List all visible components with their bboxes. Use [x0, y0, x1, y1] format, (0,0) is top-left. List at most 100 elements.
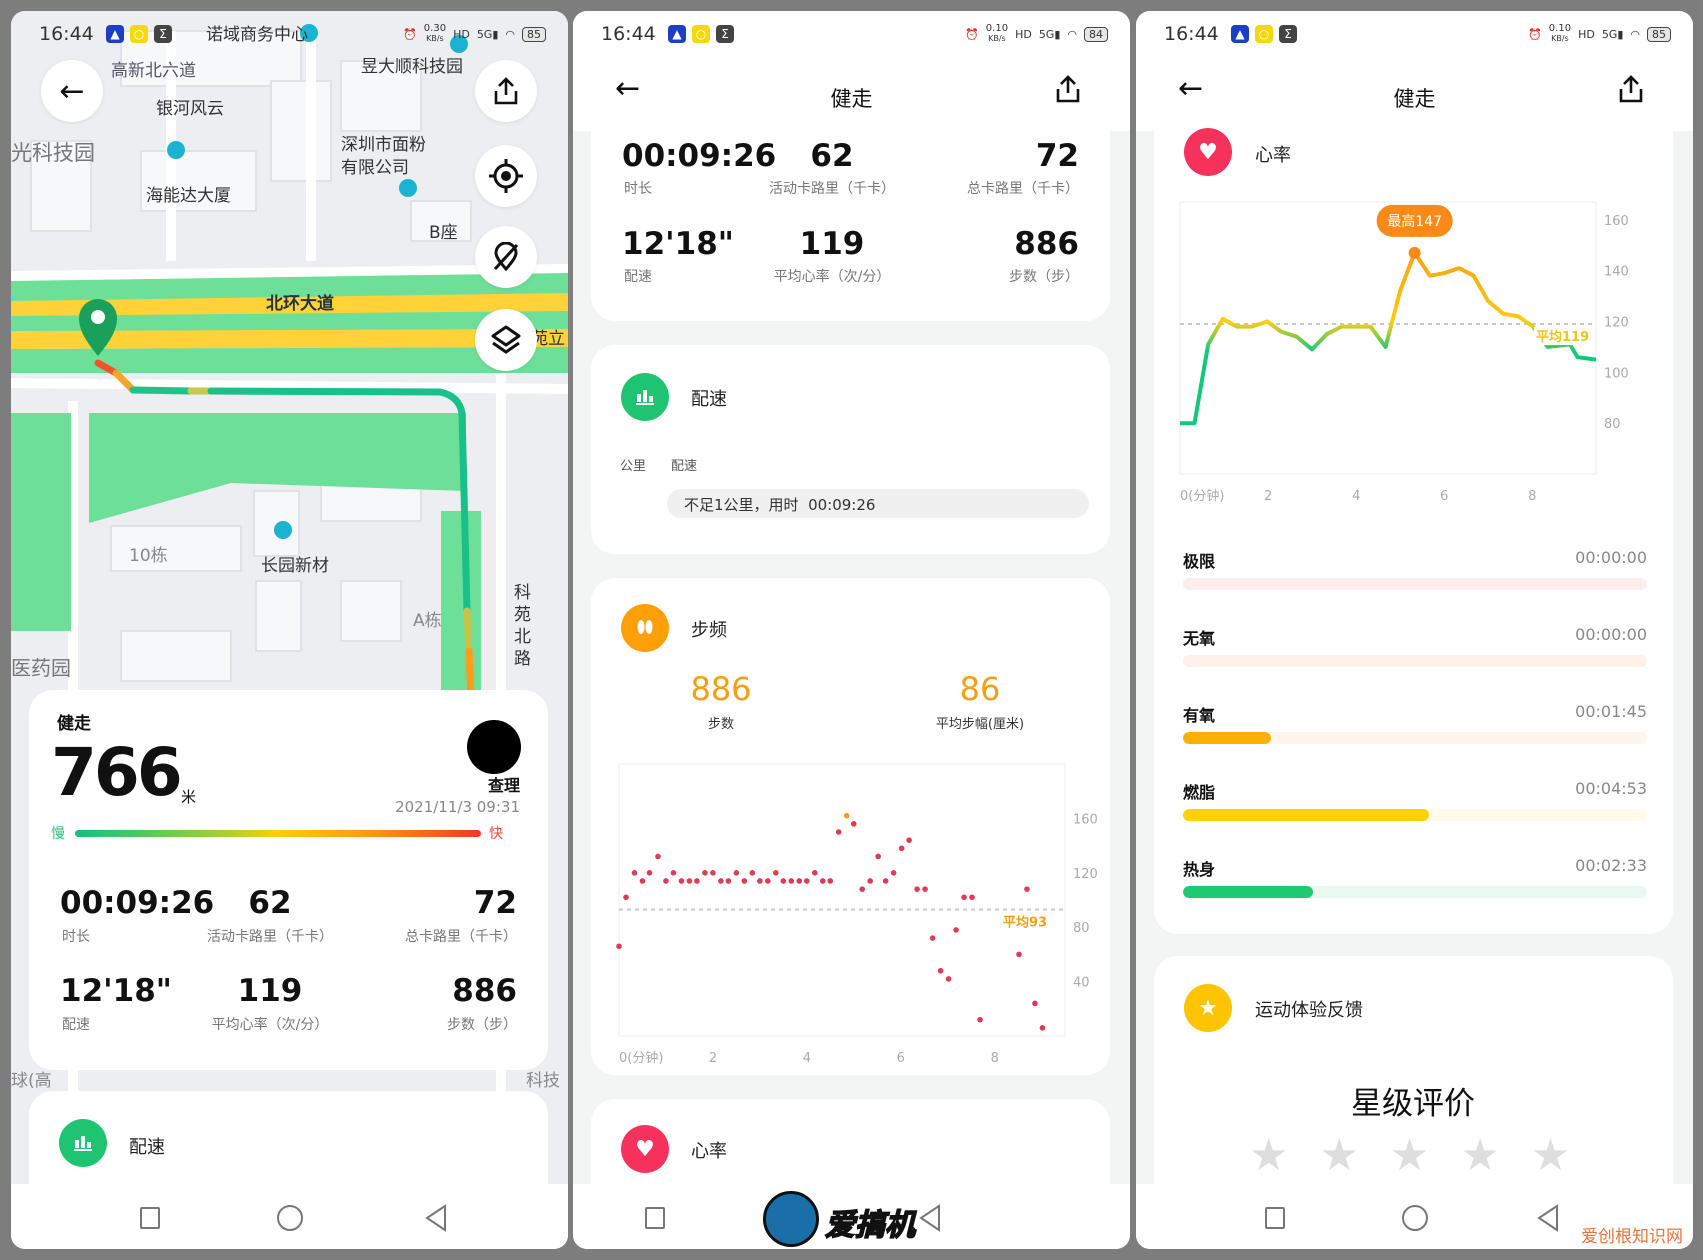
net-speed-unit: KB/s: [1551, 34, 1569, 43]
header: [573, 11, 1130, 131]
cadence-point: [850, 821, 857, 827]
zone-time: 00:04:53: [1575, 779, 1647, 798]
signal-icon: 5G▮: [476, 27, 499, 41]
share-button[interactable]: [1618, 75, 1644, 103]
pace-section-card[interactable]: 配速: [29, 1091, 548, 1201]
cadence-point: [780, 878, 787, 884]
net-speed-unit: KB/s: [426, 34, 444, 43]
battery-icon: 85: [522, 26, 546, 42]
zone-time: 00:00:00: [1575, 548, 1647, 567]
star-icon[interactable]: ★: [1530, 1130, 1571, 1181]
stat-heart-rate-label: 平均心率（次/分）: [773, 269, 891, 285]
cadence-point: [953, 927, 959, 933]
zone-label: 燃脂: [1183, 783, 1216, 802]
x-tick-label: 6: [1440, 489, 1448, 504]
zone-progress-fill: [1183, 732, 1272, 744]
cadence-point: [670, 870, 677, 876]
wifi-icon: ◠: [1067, 27, 1077, 41]
recents-button[interactable]: [140, 1207, 160, 1229]
star-icon[interactable]: ★: [1389, 1130, 1430, 1181]
cadence-point: [867, 878, 873, 884]
heart-rate-title: 心率: [691, 1141, 727, 1162]
x-tick-label: 8: [1528, 489, 1536, 504]
cadence-point: [914, 886, 920, 892]
user-name: 查理: [487, 776, 520, 795]
star-icon[interactable]: ★: [1460, 1130, 1500, 1181]
app-notification-icon: ○: [692, 25, 710, 43]
y-tick-label: 120: [1073, 867, 1098, 882]
cadence-point: [803, 878, 810, 884]
cadence-point: [631, 870, 638, 876]
share-button[interactable]: [1055, 75, 1081, 103]
back-button[interactable]: ←: [1178, 71, 1204, 106]
cadence-point: [906, 837, 912, 843]
recents-button[interactable]: [1265, 1207, 1285, 1229]
pace-title: 配速: [691, 389, 727, 410]
map-label: 医药园: [11, 656, 71, 680]
hd-icon: HD: [453, 27, 470, 41]
locate-button[interactable]: [475, 145, 537, 207]
feedback-title: 运动体验反馈: [1255, 1000, 1363, 1021]
activity-type: 健走: [57, 714, 91, 734]
avatar[interactable]: [467, 720, 521, 774]
layers-button[interactable]: [475, 309, 537, 371]
sigma-icon: Σ: [716, 25, 734, 43]
map-label: 科技: [526, 1071, 560, 1091]
home-button[interactable]: [277, 1205, 303, 1231]
stat-total-cal-value: 72: [473, 885, 517, 921]
location-off-icon: [493, 242, 519, 272]
share-button[interactable]: [475, 60, 537, 122]
map-label: 有限公司: [341, 158, 409, 178]
back-nav-button[interactable]: [424, 1204, 448, 1232]
back-nav-button[interactable]: [918, 1204, 942, 1232]
star-icon[interactable]: ★: [1319, 1130, 1359, 1181]
zone-progress-fill: [1183, 886, 1313, 898]
cadence-title: 步频: [691, 620, 727, 641]
cadence-point: [765, 878, 771, 884]
status-time: 16:44: [1164, 23, 1219, 45]
cadence-point: [788, 878, 795, 884]
back-button[interactable]: ←: [41, 60, 103, 122]
map-label: 高新北六道: [111, 61, 196, 81]
back-button[interactable]: ←: [615, 71, 641, 106]
page-title: 健走: [1393, 87, 1436, 111]
recents-button[interactable]: [645, 1207, 665, 1229]
cadence-point: [702, 870, 708, 876]
star-icon[interactable]: ★: [1249, 1130, 1289, 1181]
pace-note-row: 不足1公里，用时 00:09:26: [667, 489, 1089, 518]
zone-label: 无氧: [1183, 629, 1216, 648]
zone-time: 00:00:00: [1575, 625, 1647, 644]
heart-icon: ♥: [621, 1125, 669, 1173]
back-nav-button[interactable]: [1536, 1204, 1560, 1232]
cadence-point: [718, 878, 724, 884]
zone-progress-bar: [1183, 732, 1647, 744]
summary-card: 健走 766 米 查理 2021/11/3 09:31 慢 快 00:09:26…: [29, 690, 548, 1070]
activity-datetime: 2021/11/3 09:31: [395, 798, 520, 816]
map-screen: 高新北六道 诺域商务中心 昱大顺科技园 银河风云 光科技园 深圳市面粉 有限公司…: [11, 11, 568, 1249]
star-rating[interactable]: ★★★★★: [1249, 1134, 1570, 1178]
average-label: 平均93: [1003, 915, 1047, 931]
road-label: 北: [514, 627, 531, 647]
signal-icon: 5G▮: [1601, 27, 1624, 41]
stat-pace-value: 12'18": [622, 226, 734, 262]
y-tick-label: 120: [1604, 315, 1629, 330]
home-button[interactable]: [1402, 1205, 1428, 1231]
stat-heart-rate-label: 平均心率（次/分）: [211, 1017, 329, 1033]
stat-active-cal-value: 62: [810, 138, 854, 174]
stat-heart-rate-value: 119: [237, 973, 303, 1009]
road-label: 苑: [514, 605, 531, 625]
alarm-icon: ⏰: [965, 27, 979, 41]
x-tick-label: 0(分钟): [619, 1050, 663, 1066]
distance-unit: 米: [181, 788, 197, 806]
cadence-point: [1016, 951, 1022, 958]
zone-progress-bar: [1183, 655, 1647, 667]
hide-route-button[interactable]: [475, 226, 537, 288]
map-label: 球(高: [11, 1071, 52, 1091]
zone-time: 00:02:33: [1575, 856, 1647, 875]
map-label: B座: [429, 223, 458, 243]
max-point: [1408, 246, 1421, 259]
